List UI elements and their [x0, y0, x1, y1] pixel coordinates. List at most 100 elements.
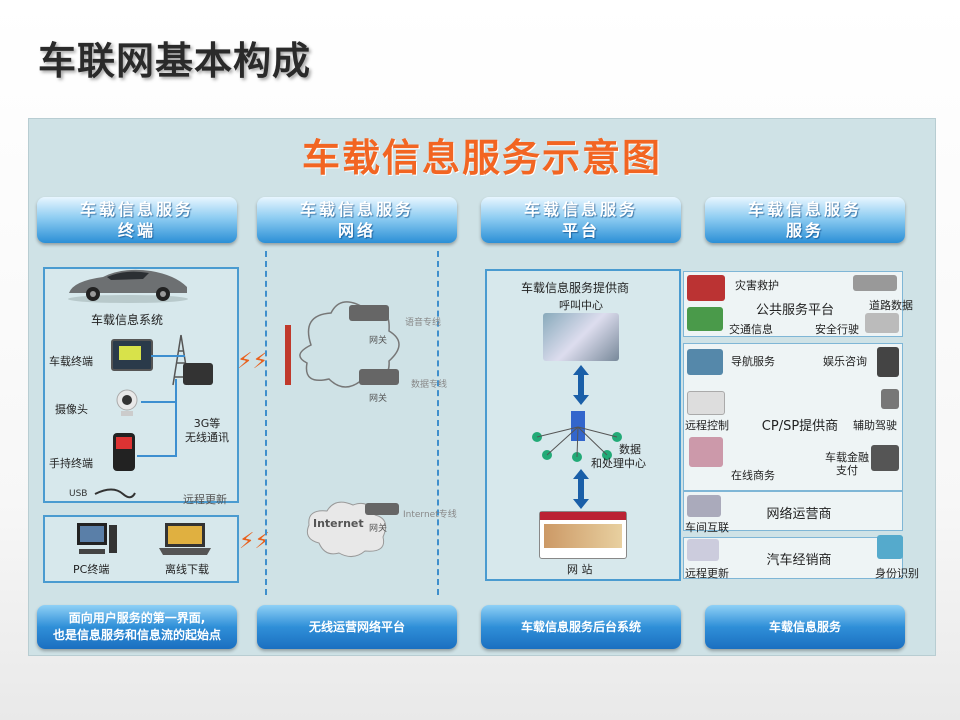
- camera-icon: [116, 389, 138, 416]
- road-data-image: [853, 275, 897, 291]
- remote-update-image: [687, 539, 719, 561]
- column-footer-line1: 车载信息服务: [768, 619, 841, 634]
- call-center-label: 呼叫中心: [559, 299, 603, 312]
- column-header-network: 车载信息服务 网络: [257, 197, 457, 243]
- website-label: 网 站: [567, 563, 593, 576]
- entertainment-image: [877, 347, 899, 377]
- assist-driving-label: 辅助驾驶: [853, 419, 897, 432]
- column-footer-service: 车载信息服务: [705, 605, 905, 649]
- pc-icon: [77, 523, 117, 554]
- disaster-rescue-label: 灾害救护: [735, 279, 779, 292]
- terminal-panel: 车载信息系统 车载终端 摄像头 3G等 无线通讯 手持终端: [43, 267, 239, 503]
- column-footer-line1: 无线运营网络平台: [308, 619, 405, 634]
- usb-cable-icon: [94, 488, 136, 499]
- gateway-label: 网关: [369, 394, 388, 404]
- remote-control-image: [687, 391, 725, 415]
- laptop-icon: [159, 523, 211, 555]
- connector-line: [175, 379, 177, 457]
- disaster-rescue-image: [687, 275, 725, 301]
- column-header-line1: 车载信息服务: [523, 200, 638, 219]
- diagram-figure: 车载信息服务示意图 车载信息服务 终端 车载信息服务 网络 车载信息服务 平台 …: [28, 118, 936, 656]
- remote-update-label: 远程更新: [183, 493, 227, 506]
- safe-driving-label: 安全行驶: [815, 323, 859, 336]
- internet-label: Internet: [313, 517, 364, 530]
- traffic-info-label: 交通信息: [729, 323, 773, 336]
- camera-label: 摄像头: [55, 403, 88, 416]
- page-title: 车联网基本构成: [38, 39, 312, 83]
- column-header-terminal: 车载信息服务 终端: [37, 197, 237, 243]
- data-center-line1: 数据: [619, 443, 641, 456]
- vehicle-interconnect-label: 车间互联: [685, 521, 729, 534]
- column-header-line2: 网络: [337, 221, 376, 240]
- safe-driving-image: [865, 313, 899, 333]
- traffic-info-image: [687, 307, 723, 331]
- website-screenshot: [539, 511, 627, 559]
- assist-driving-image: [881, 389, 899, 409]
- figure-title: 车载信息服务示意图: [301, 135, 662, 180]
- wireless-modem-device: [183, 363, 213, 385]
- wireless-comm-line2: 无线通讯: [185, 431, 229, 444]
- column-header-line1: 车载信息服务: [299, 200, 414, 219]
- wireless-signal-icon: ⚡⚡: [237, 349, 268, 374]
- bidirectional-arrow-icon: [573, 469, 589, 509]
- identity-image: [877, 535, 903, 559]
- navigation-image: [687, 349, 723, 375]
- gateway-label: 网关: [369, 336, 388, 346]
- network-operator-label: 网络运营商: [766, 507, 832, 522]
- wireless-comm-line1: 3G等: [193, 417, 221, 430]
- online-business-label: 在线商务: [731, 469, 775, 482]
- gateway-label: 网关: [369, 524, 388, 534]
- data-center-network-icon: [532, 411, 622, 462]
- wireless-signal-icon: ⚡⚡: [239, 529, 270, 554]
- network-cloud-icon: [285, 301, 400, 388]
- dealer-label: 汽车经销商: [766, 553, 832, 568]
- data-center-label: 数据 和处理中心: [591, 443, 646, 471]
- gateway-device: [365, 503, 399, 515]
- car-terminal-label: 车载终端: [49, 355, 93, 368]
- bidirectional-arrow-icon: [573, 365, 589, 405]
- internet-line-label: Internet专线: [403, 510, 457, 520]
- vehicle-finance-line2: 支付: [836, 464, 858, 477]
- connector-line: [137, 455, 177, 457]
- vehicle-finance-label: 车载金融 支付: [825, 451, 869, 477]
- public-platform-label: 公共服务平台: [755, 303, 834, 318]
- sports-car-image: [68, 269, 188, 303]
- offline-download-label: 离线下载: [165, 563, 209, 576]
- internet-cloud-icon: [306, 501, 387, 557]
- column-header-line2: 平台: [561, 221, 600, 240]
- vehicle-interconnect-image: [687, 495, 721, 517]
- dealer-band: [683, 537, 903, 579]
- column-footer-terminal: 面向用户服务的第一界面, 也是信息服务和信息流的起始点: [37, 605, 237, 649]
- vehicle-finance-image: [871, 445, 899, 471]
- gateway-device: [359, 369, 399, 385]
- column-footer-network: 无线运营网络平台: [257, 605, 457, 649]
- vehicle-system-label: 车载信息系统: [91, 313, 164, 327]
- road-data-label: 道路数据: [869, 299, 913, 312]
- remote-control-label: 远程控制: [685, 419, 729, 432]
- remote-update-service-label: 远程更新: [685, 567, 729, 580]
- entertainment-label: 娱乐咨询: [823, 355, 867, 368]
- vehicle-finance-line1: 车载金融: [825, 451, 869, 464]
- column-footer-line1: 车载信息服务后台系统: [520, 619, 641, 634]
- column-header-platform: 车载信息服务 平台: [481, 197, 681, 243]
- online-business-image: [689, 437, 723, 467]
- column-footer-line1: 面向用户服务的第一界面,: [68, 611, 206, 625]
- handheld-device: [113, 433, 135, 471]
- column-header-line1: 车载信息服务: [747, 200, 862, 219]
- gateway-device: [349, 305, 389, 321]
- cp-sp-label: CP/SP提供商: [761, 419, 839, 434]
- network-boundary-line: [437, 251, 439, 595]
- car-terminal-device: [111, 339, 153, 371]
- column-header-service: 车载信息服务 服务: [705, 197, 905, 243]
- provider-label: 车载信息服务提供商: [521, 281, 630, 295]
- platform-panel: 车载信息服务提供商 呼叫中心 数据 和处理中心 网 站: [485, 269, 681, 581]
- column-footer-line2: 也是信息服务和信息流的起始点: [52, 628, 221, 642]
- data-line-label: 数据专线: [411, 380, 448, 390]
- data-center-line2: 和处理中心: [591, 457, 646, 470]
- pc-terminal-label: PC终端: [73, 563, 110, 576]
- antenna-tower-icon: [172, 334, 190, 386]
- column-footer-platform: 车载信息服务后台系统: [481, 605, 681, 649]
- navigation-label: 导航服务: [731, 355, 775, 368]
- handheld-label: 手持终端: [49, 457, 93, 470]
- wireless-comm-label: 3G等 无线通讯: [185, 417, 229, 445]
